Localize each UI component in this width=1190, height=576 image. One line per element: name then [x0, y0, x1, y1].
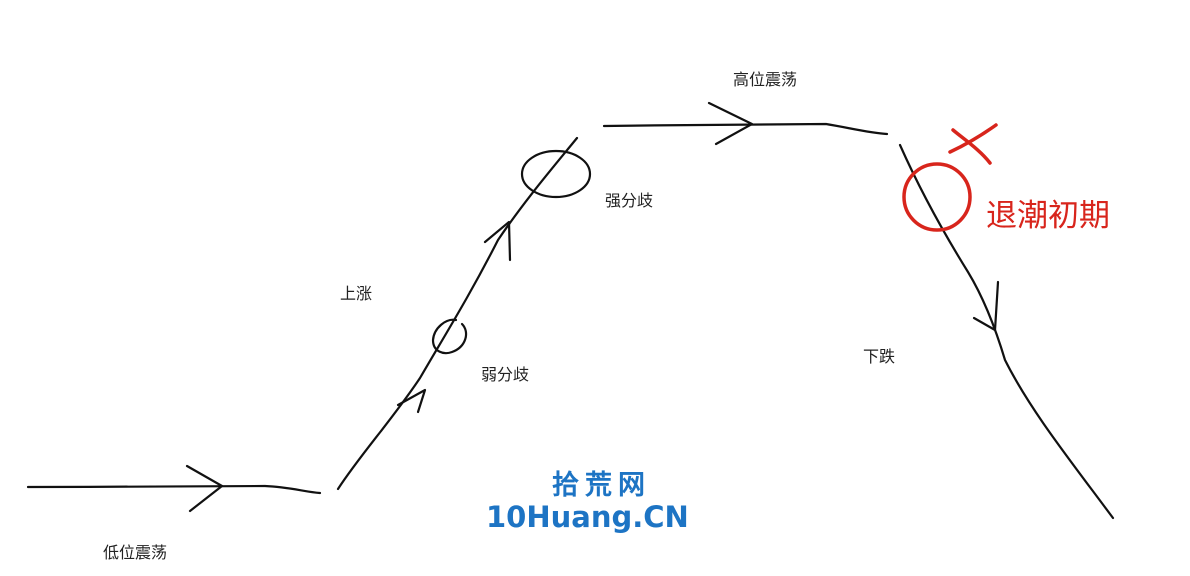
watermark-logo-text: 10Huang.CN [486, 500, 689, 534]
rising-line [336, 136, 579, 491]
rising-arrowhead-upper [483, 220, 512, 262]
early-ebb-label: 退潮初期 [986, 198, 1110, 234]
weak-divergence-label: 弱分歧 [481, 365, 530, 384]
high-oscillation-line [602, 122, 889, 136]
low-oscillation-label: 低位震荡 [103, 543, 168, 562]
high-oscillation-arrowhead [707, 101, 754, 146]
declining-arrowhead [972, 280, 1000, 332]
strong-divergence-label: 强分歧 [605, 191, 654, 210]
watermark-chinese: 拾荒网 [552, 470, 651, 501]
weak-divergence-circle [431, 318, 468, 355]
strong-divergence-circle [520, 149, 592, 199]
low-oscillation-line [26, 484, 322, 495]
rise-label: 上涨 [340, 284, 373, 303]
decline-label: 下跌 [863, 347, 896, 366]
early-ebb-circle [902, 162, 972, 232]
low-oscillation-arrowhead [185, 464, 224, 513]
early-ebb-cross [948, 123, 998, 165]
high-oscillation-label: 高位震荡 [733, 70, 798, 89]
declining-line [898, 143, 1115, 520]
rising-arrowhead-lower [396, 388, 427, 414]
